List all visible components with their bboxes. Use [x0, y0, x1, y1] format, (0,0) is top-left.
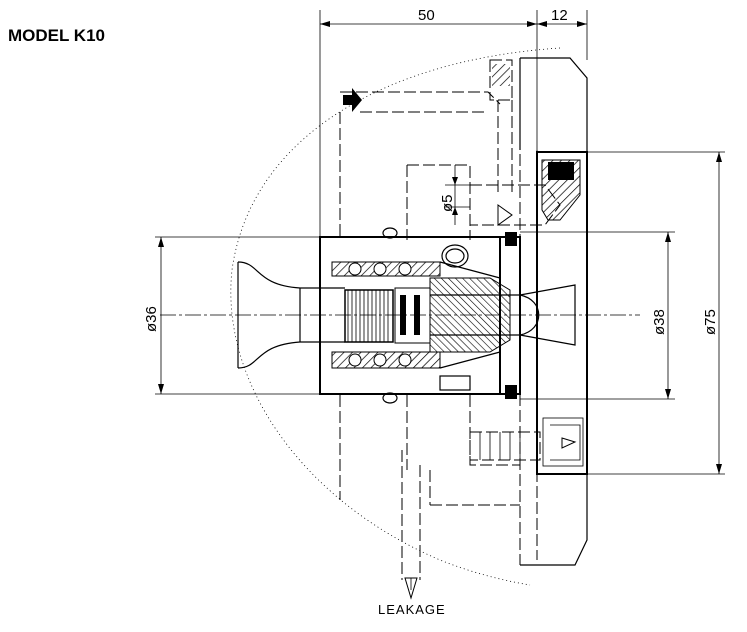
arrow-down-icon	[404, 577, 418, 600]
top-dimensions: 50 12	[319, 7, 588, 240]
dim-dia-75: ø75	[587, 151, 725, 475]
housing	[519, 57, 588, 566]
dimension-width-main: 50	[418, 7, 435, 24]
fluid-passages	[339, 91, 520, 580]
dimension-dia-75: ø75	[702, 309, 719, 335]
dim-dia-38: ø38	[520, 231, 675, 400]
dimension-dia-36: ø36	[143, 306, 160, 332]
inner-cartridge	[331, 261, 511, 369]
flange	[536, 151, 588, 475]
upper-bolt	[470, 59, 561, 226]
dimension-dia-38: ø38	[651, 309, 668, 335]
lower-screw	[469, 431, 541, 461]
dimension-width-flange: 12	[551, 7, 568, 24]
arrow-right-icon	[343, 88, 362, 112]
dimension-dia-5: ø5	[439, 194, 456, 212]
leakage-label: LEAKAGE	[378, 602, 446, 617]
dim-dia-5: ø5	[439, 165, 470, 225]
model-title: MODEL K10	[8, 26, 105, 45]
dim-dia-36: ø36	[143, 236, 320, 395]
